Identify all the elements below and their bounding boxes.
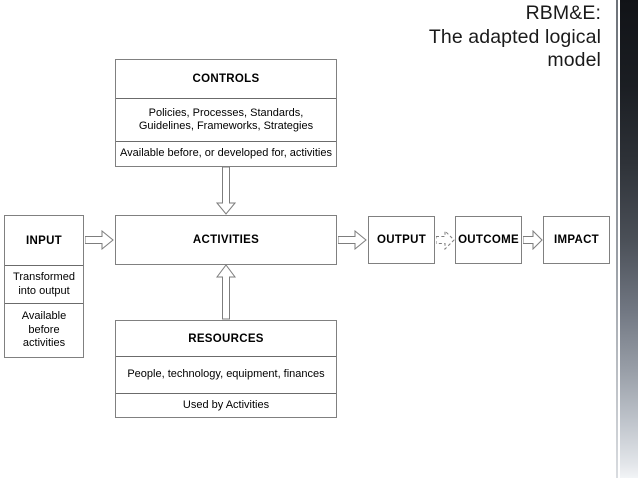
controls-footer: Available before, or developed for, acti… bbox=[116, 141, 336, 166]
arrow-input-to-activities-icon bbox=[85, 230, 114, 250]
resources-body: People, technology, equipment, finances bbox=[116, 356, 336, 393]
page-title: RBM&E: The adapted logical model bbox=[301, 2, 601, 73]
page-title-line-3: model bbox=[547, 49, 601, 71]
input-header: INPUT bbox=[26, 234, 62, 247]
resources-box[interactable]: RESOURCES People, technology, equipment,… bbox=[115, 320, 337, 418]
arrow-controls-to-activities-icon bbox=[216, 167, 236, 215]
arrow-resources-to-activities-icon bbox=[216, 265, 236, 320]
outcome-box[interactable]: OUTCOME bbox=[455, 216, 522, 264]
controls-header: CONTROLS bbox=[192, 73, 260, 85]
resources-footer: Used by Activities bbox=[116, 393, 336, 417]
page-title-line-1: RBM&E: bbox=[525, 2, 601, 24]
input-body: Transformed into output bbox=[5, 265, 83, 303]
controls-box[interactable]: CONTROLS Policies, Processes, Standards,… bbox=[115, 59, 337, 167]
controls-body: Policies, Processes, Standards, Guidelin… bbox=[116, 98, 336, 141]
input-footer: Available before activities bbox=[5, 303, 83, 357]
slide-accent-band bbox=[620, 0, 638, 478]
resources-header: RESOURCES bbox=[188, 332, 264, 345]
output-box[interactable]: OUTPUT bbox=[368, 216, 435, 264]
page-title-line-2: The adapted logical bbox=[428, 25, 601, 48]
activities-box[interactable]: ACTIVITIES bbox=[115, 215, 337, 265]
input-box[interactable]: INPUT Transformed into output Available … bbox=[4, 215, 84, 358]
arrow-activities-to-output-icon bbox=[338, 230, 367, 250]
arrow-output-to-outcome-icon bbox=[436, 230, 455, 250]
slide-accent-line bbox=[616, 0, 618, 478]
impact-box[interactable]: IMPACT bbox=[543, 216, 610, 264]
arrow-outcome-to-impact-icon bbox=[523, 230, 543, 250]
